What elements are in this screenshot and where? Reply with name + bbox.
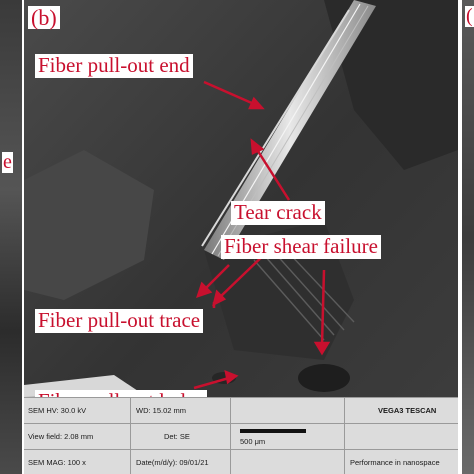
sem-wd: WD: 15.02 mm: [136, 406, 187, 415]
panel-label: (b): [28, 6, 60, 29]
sem-panel-b: (b) Fiber pull-out end Tear crack Fiber …: [24, 0, 458, 474]
right-panel-edge: (: [462, 0, 474, 474]
sem-brand: VEGA3 TESCAN: [378, 406, 437, 415]
annotation-pull-out-trace: Fiber pull-out trace: [35, 309, 204, 333]
rough-region: [24, 150, 154, 300]
info-col-divider: [230, 398, 231, 474]
info-col-divider: [130, 398, 131, 474]
annotation-pull-out-end: Fiber pull-out end: [35, 54, 193, 78]
annotation-tear-crack: Tear crack: [231, 201, 325, 225]
right-panel-label-fragment: (: [465, 5, 474, 27]
sem-date: Date(m/d/y): 09/01/21: [136, 458, 209, 467]
sem-magnification: SEM MAG: 100 x: [28, 458, 86, 467]
sem-view-field: View field: 2.08 mm: [28, 432, 94, 441]
sem-slogan: Performance in nanospace: [350, 458, 440, 467]
left-panel-edge: e: [0, 0, 22, 474]
annotation-shear-failure: Fiber shear failure: [221, 235, 381, 259]
sem-detector: Det: SE: [164, 432, 190, 441]
dark-region: [324, 0, 458, 170]
sem-hv: SEM HV: 30.0 kV: [28, 406, 87, 415]
scale-bar: [240, 429, 306, 433]
info-row-divider: [24, 449, 458, 450]
info-col-divider: [344, 398, 345, 474]
scale-bar-label: 500 μm: [240, 437, 266, 446]
sem-info-bar: SEM HV: 30.0 kV WD: 15.02 mm VEGA3 TESCA…: [24, 397, 458, 474]
info-row-divider: [24, 423, 458, 424]
left-panel-label-fragment: e: [2, 151, 13, 173]
